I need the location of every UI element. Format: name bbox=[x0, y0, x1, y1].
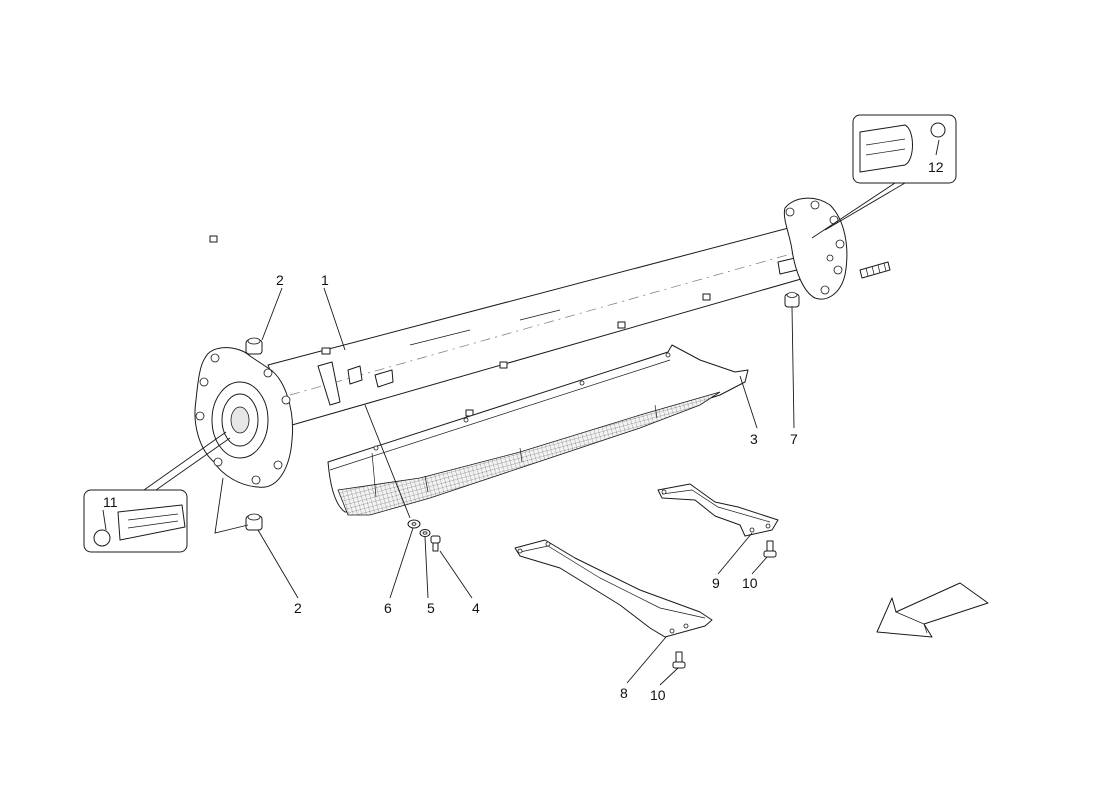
detail-inset-11 bbox=[83, 489, 188, 553]
label-part-2-lower: 2 bbox=[294, 600, 302, 616]
washer-6 bbox=[407, 519, 421, 529]
bolt-4 bbox=[430, 535, 441, 552]
label-part-11: 11 bbox=[103, 494, 118, 510]
label-part-7: 7 bbox=[790, 431, 798, 447]
label-part-10-upper: 10 bbox=[742, 575, 758, 591]
screw-10-upper bbox=[763, 540, 777, 558]
detail-inset-12 bbox=[852, 114, 957, 184]
label-part-8: 8 bbox=[620, 685, 628, 701]
nut-rear bbox=[784, 292, 800, 308]
heat-shield bbox=[327, 344, 749, 516]
front-flange bbox=[194, 347, 294, 488]
crossmember-bracket bbox=[514, 539, 713, 638]
label-part-4: 4 bbox=[472, 600, 480, 616]
label-part-5: 5 bbox=[427, 600, 435, 616]
label-part-1: 1 bbox=[321, 272, 329, 288]
washer-5 bbox=[419, 529, 431, 537]
direction-arrow bbox=[876, 582, 989, 638]
transmission-tube bbox=[209, 224, 818, 426]
label-part-6: 6 bbox=[384, 600, 392, 616]
screw-10-lower bbox=[672, 651, 686, 669]
label-part-2-upper: 2 bbox=[276, 272, 284, 288]
label-part-3: 3 bbox=[750, 431, 758, 447]
leader-lines bbox=[102, 139, 940, 686]
label-part-10-lower: 10 bbox=[650, 687, 666, 703]
label-part-12: 12 bbox=[928, 159, 944, 175]
nut-lower bbox=[245, 513, 263, 531]
rear-flange bbox=[783, 197, 891, 300]
small-bracket bbox=[657, 483, 779, 537]
label-part-9: 9 bbox=[712, 575, 720, 591]
nut-upper bbox=[245, 337, 263, 355]
